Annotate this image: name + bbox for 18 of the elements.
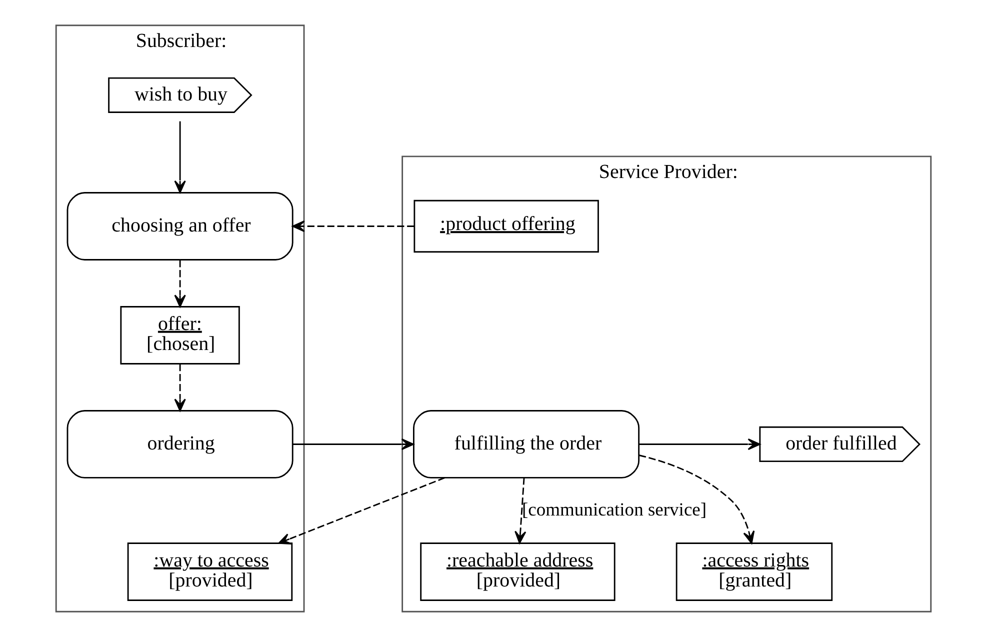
node-box: :way to access [provided] [127,542,293,601]
arrow [278,477,446,544]
node-box: :reachable address [provided] [420,542,616,601]
arrow [174,121,186,194]
node-box: choosing an offer [66,192,294,260]
node-box: fulfilling the order [413,410,640,478]
node-box: offer: [chosen] [120,306,240,364]
arrow [292,438,414,450]
edge-label: [communication service] [522,499,707,520]
arrow [292,220,414,232]
node-box: :access rights [granted] [676,542,833,601]
arrow [514,478,526,544]
arrow [174,364,186,412]
node-box: ordering [66,410,294,478]
node-box: :product offering [414,200,599,253]
arrow [174,260,186,308]
arrow [638,454,755,544]
arrow [638,438,760,450]
